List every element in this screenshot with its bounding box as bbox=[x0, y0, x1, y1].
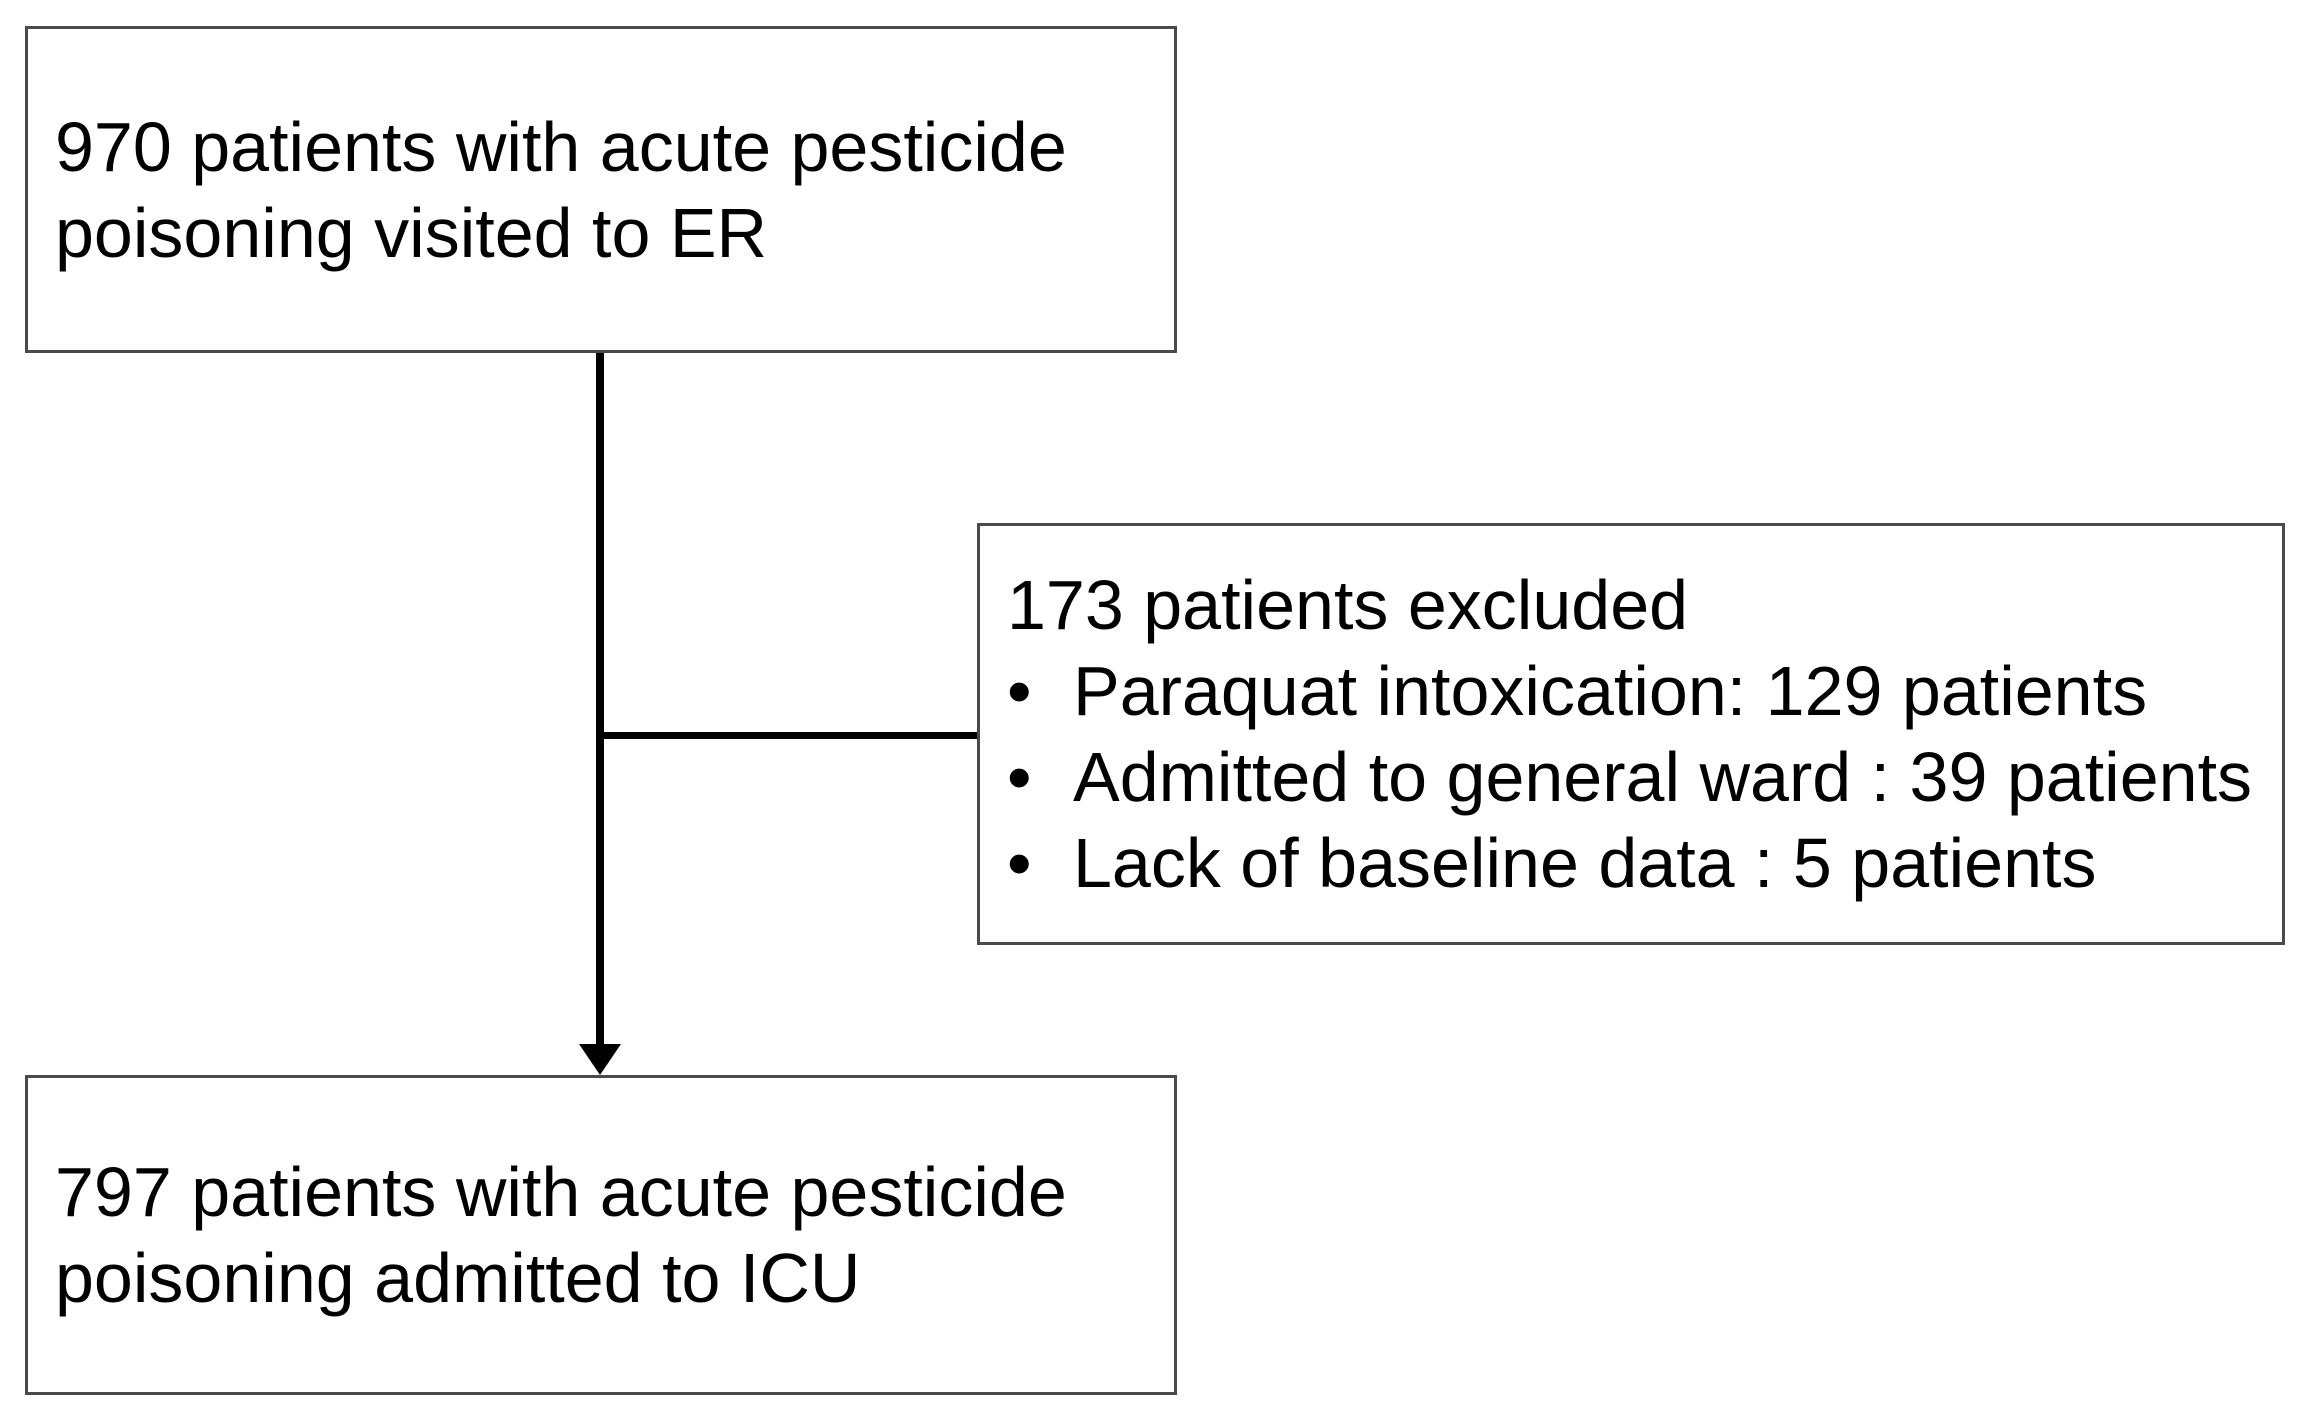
node-icu-patients-text: 797 patients with acute pesticide poison… bbox=[55, 1153, 1067, 1317]
node-excluded-patients: 173 patients excluded • Paraquat intoxic… bbox=[977, 523, 2285, 945]
bullet-icon: • bbox=[1007, 738, 1032, 816]
bullet-icon: • bbox=[1007, 652, 1032, 730]
connector-vertical-line bbox=[596, 353, 604, 1048]
excluded-item-text: Paraquat intoxication: 129 patients bbox=[1073, 652, 2148, 730]
node-er-patients: 970 patients with acute pesticide poison… bbox=[25, 26, 1177, 353]
excluded-item-text: Admitted to general ward : 39 patients bbox=[1073, 738, 2253, 816]
excluded-item-paraquat: • Paraquat intoxication: 129 patients bbox=[1007, 648, 2274, 734]
node-er-patients-text: 970 patients with acute pesticide poison… bbox=[55, 107, 1067, 272]
connector-branch-line bbox=[600, 732, 977, 739]
bullet-icon: • bbox=[1007, 824, 1032, 902]
excluded-item-baseline-data: • Lack of baseline data : 5 patients bbox=[1007, 820, 2274, 906]
excluded-item-general-ward: • Admitted to general ward : 39 patients bbox=[1007, 734, 2274, 820]
node-icu-patients: 797 patients with acute pesticide poison… bbox=[25, 1075, 1177, 1395]
arrow-down-icon bbox=[579, 1044, 621, 1075]
excluded-item-text: Lack of baseline data : 5 patients bbox=[1073, 824, 2097, 902]
excluded-title: 173 patients excluded bbox=[1007, 566, 1689, 644]
